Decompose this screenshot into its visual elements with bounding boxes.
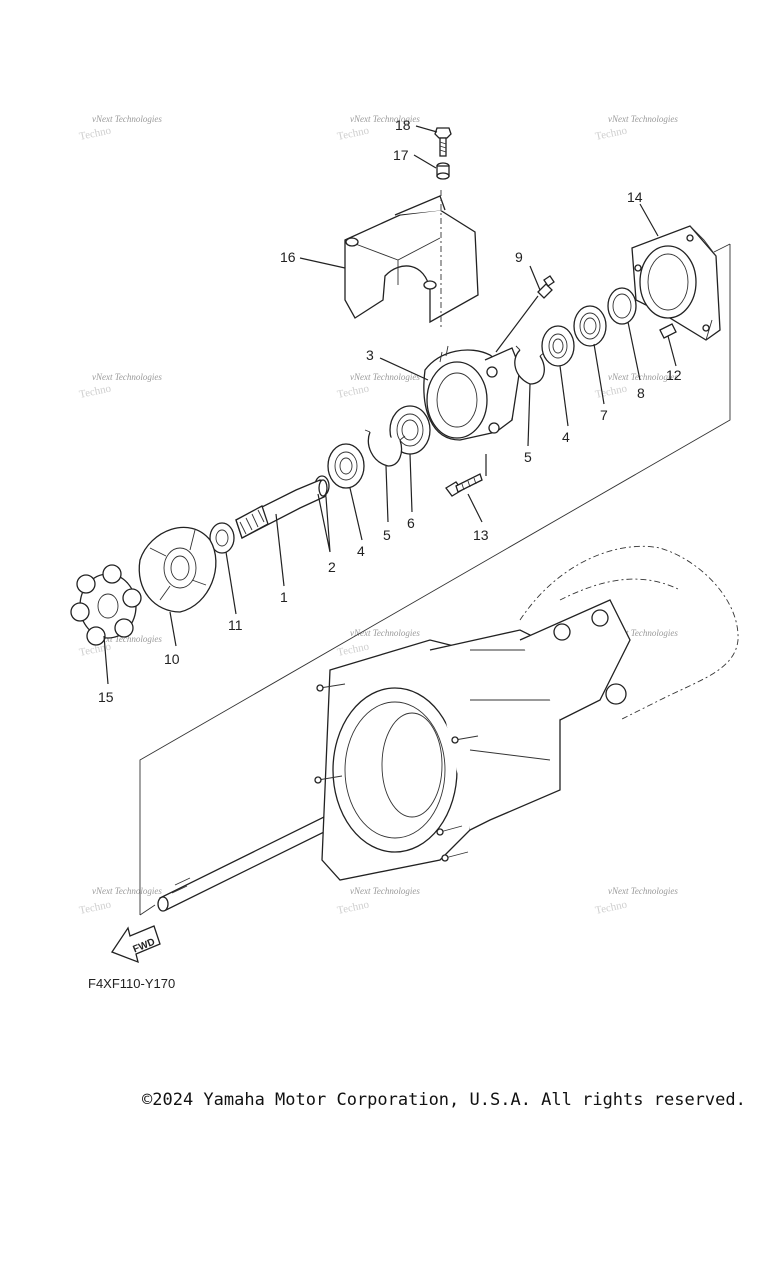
part-17-bolt: [434, 127, 452, 157]
copyright-notice: ©2024 Yamaha Motor Corporation, U.S.A. A…: [142, 1090, 746, 1110]
part-12-pin: [659, 323, 677, 339]
part-3-bearing-housing: [423, 345, 521, 441]
callout-5-lower: 5: [383, 527, 391, 543]
svg-text:Techno: Techno: [594, 898, 628, 917]
callout-18: 17: [393, 147, 409, 163]
svg-text:Techno: Techno: [336, 124, 370, 143]
part-10-coupler: [138, 526, 217, 613]
callout-8: 8: [637, 385, 645, 401]
svg-text:Techno: Techno: [336, 898, 370, 917]
part-7-seal: [573, 305, 607, 347]
diagram-code: F4XF110-Y170: [88, 976, 176, 991]
watermark: Techno vNext Technologies: [78, 886, 162, 917]
svg-text:Techno: Techno: [78, 382, 112, 401]
svg-text:vNext Technologies: vNext Technologies: [92, 372, 162, 382]
callout-3: 3: [366, 347, 374, 363]
svg-text:vNext Technologies: vNext Technologies: [608, 886, 678, 896]
part-18-collar: [436, 162, 450, 180]
callout-13: 13: [473, 527, 489, 543]
callout-12: 12: [666, 367, 682, 383]
callout-9: 9: [515, 249, 523, 265]
part-15-damper: [70, 564, 142, 646]
part-14-housing: [631, 225, 721, 341]
watermark: Techno vNext Technologies: [594, 886, 678, 917]
svg-text:vNext Technologies: vNext Technologies: [92, 634, 162, 644]
callout-6: 6: [407, 515, 415, 531]
callout-16: 16: [280, 249, 296, 265]
frame-lines: [139, 243, 731, 916]
svg-text:vNext Technologies: vNext Technologies: [350, 114, 420, 124]
svg-text:vNext Technologies: vNext Technologies: [92, 114, 162, 124]
callout-17: 18: [395, 117, 411, 133]
callout-4-lower: 4: [357, 543, 365, 559]
svg-text:vNext Technologies: vNext Technologies: [350, 372, 420, 382]
svg-text:Techno: Techno: [594, 382, 628, 401]
svg-text:vNext Technologies: vNext Technologies: [350, 886, 420, 896]
callout-11: 11: [228, 617, 243, 633]
svg-text:vNext Technologies: vNext Technologies: [350, 628, 420, 638]
callout-labels: 18 17 16 3 9 14 12 8 7 4 5 6 5 4 2 1 11 …: [98, 117, 682, 705]
svg-text:vNext Technologies: vNext Technologies: [608, 628, 678, 638]
svg-text:Techno: Techno: [78, 898, 112, 917]
callout-10: 10: [164, 651, 180, 667]
callout-5-upper: 5: [524, 449, 532, 465]
part-4-bearing-upper: [541, 325, 575, 367]
fwd-arrow-icon: FWD: [111, 925, 161, 964]
svg-text:vNext Technologies: vNext Technologies: [92, 886, 162, 896]
callout-15: 15: [98, 689, 114, 705]
svg-text:Techno: Techno: [336, 640, 370, 659]
callout-7: 7: [600, 407, 608, 423]
svg-text:Techno: Techno: [336, 382, 370, 401]
part-4-bearing-lower: [327, 443, 365, 489]
svg-text:Techno: Techno: [594, 124, 628, 143]
part-11-collar: [209, 522, 235, 554]
watermark: Techno vNext Technologies: [336, 886, 420, 917]
callout-4-upper: 4: [562, 429, 570, 445]
part-5-circlip-upper: [514, 345, 546, 385]
part-16-cover: [344, 190, 479, 330]
svg-text:vNext Technologies: vNext Technologies: [608, 114, 678, 124]
callout-14: 14: [627, 189, 643, 205]
svg-text:Techno: Techno: [78, 124, 112, 143]
part-9-nipple: [495, 275, 555, 353]
leader-lines: [103, 125, 677, 685]
pump-housing: [314, 545, 739, 881]
svg-text:vNext Technologies: vNext Technologies: [608, 372, 678, 382]
part-8-seal: [607, 287, 637, 325]
part-5-circlip-lower: [364, 429, 406, 467]
callout-2: 2: [328, 559, 336, 575]
part-1-shaft: [235, 479, 328, 539]
callout-1: 1: [280, 589, 288, 605]
part-13-bolt: [445, 473, 483, 497]
